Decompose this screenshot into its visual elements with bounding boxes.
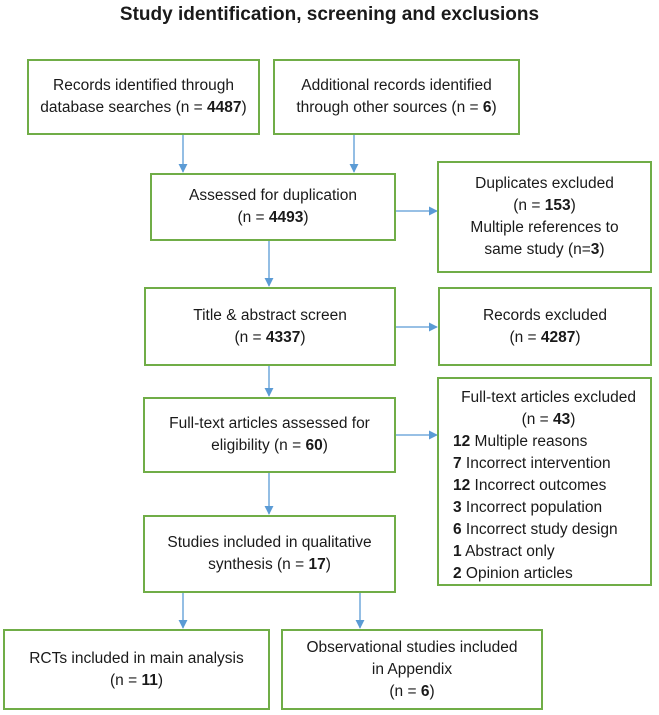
records-database-box: Records identified through database sear… xyxy=(27,59,260,135)
rcts-line1: RCTs included in main analysis xyxy=(29,649,244,667)
screen-line2: (n = 4337) xyxy=(234,328,306,346)
fulltext-line2: eligibility (n = 60) xyxy=(211,437,328,454)
records-excluded-box: Records excluded (n = 4287) xyxy=(438,287,652,366)
multiple-references-count: 3 xyxy=(590,241,600,258)
diagram-title: Study identification, screening and excl… xyxy=(119,4,540,25)
fulltext-excluded-line2: (n = 43) xyxy=(521,411,576,428)
records-database-line1: Records identified through xyxy=(53,77,234,94)
duplication-box: Assessed for duplication (n = 4493) xyxy=(150,173,396,241)
duplicates-excluded-line1: Duplicates excluded xyxy=(475,175,614,192)
records-excluded-count: 4287 xyxy=(540,328,576,346)
exclusion-reason: 1 Abstract only xyxy=(453,543,555,560)
qualitative-box: Studies included in qualitative synthesi… xyxy=(143,515,396,593)
screen-box: Title & abstract screen (n = 4337) xyxy=(144,287,396,366)
exclusion-reason: 3 Incorrect population xyxy=(453,499,603,516)
records-database-count: 4487 xyxy=(207,99,242,116)
duplicates-excluded-count: 153 xyxy=(544,197,571,214)
fulltext-box: Full-text articles assessed for eligibil… xyxy=(143,397,396,473)
multiple-references-line1: Multiple references to xyxy=(470,219,619,236)
qualitative-line1: Studies included in qualitative xyxy=(167,534,372,551)
observational-box: Observational studies included in Append… xyxy=(281,629,543,710)
qualitative-line2: synthesis (n = 17) xyxy=(208,556,331,573)
fulltext-excluded-line1: Full-text articles excluded xyxy=(461,389,636,406)
fulltext-excluded-box: Full-text articles excluded (n = 43) 12 … xyxy=(437,377,652,586)
rcts-box: RCTs included in main analysis (n = 11) xyxy=(3,629,270,710)
records-excluded-line1: Records excluded xyxy=(482,306,608,324)
multiple-references-line2: same study (n=3) xyxy=(484,241,605,258)
qualitative-count: 17 xyxy=(308,556,326,573)
duplicates-excluded-line2: (n = 153) xyxy=(513,197,576,214)
records-database-line2: database searches (n = 4487) xyxy=(40,99,247,116)
fulltext-count: 60 xyxy=(305,437,323,454)
exclusion-reason: 12 Multiple reasons xyxy=(453,433,588,450)
rcts-count: 11 xyxy=(141,671,158,689)
exclusion-reason: 7 Incorrect intervention xyxy=(453,455,611,472)
records-other-box: Additional records identified through ot… xyxy=(273,59,520,135)
records-other-line1: Additional records identified xyxy=(301,77,492,94)
records-other-line2: through other sources (n = 6) xyxy=(296,99,497,116)
exclusion-reason: 12 Incorrect outcomes xyxy=(453,477,607,494)
duplicates-excluded-box: Duplicates excluded (n = 153) Multiple r… xyxy=(437,161,652,273)
observational-count: 6 xyxy=(420,682,430,700)
observational-line1: Observational studies included xyxy=(306,638,518,656)
rcts-line2: (n = 11) xyxy=(109,671,163,689)
exclusion-reason: 2 Opinion articles xyxy=(453,565,573,582)
fulltext-line1: Full-text articles assessed for xyxy=(169,415,370,432)
duplication-line1: Assessed for duplication xyxy=(188,187,357,204)
duplication-count: 4493 xyxy=(268,209,304,226)
fulltext-excluded-count: 43 xyxy=(553,411,571,428)
screen-count: 4337 xyxy=(265,328,301,346)
screen-line1: Title & abstract screen xyxy=(193,306,347,324)
records-other-count: 6 xyxy=(482,99,492,116)
observational-line3: (n = 6) xyxy=(389,682,435,700)
observational-line2: in Appendix xyxy=(371,660,453,678)
records-excluded-line2: (n = 4287) xyxy=(509,328,581,346)
duplication-line2: (n = 4493) xyxy=(237,209,309,226)
exclusion-reason: 6 Incorrect study design xyxy=(453,521,618,538)
